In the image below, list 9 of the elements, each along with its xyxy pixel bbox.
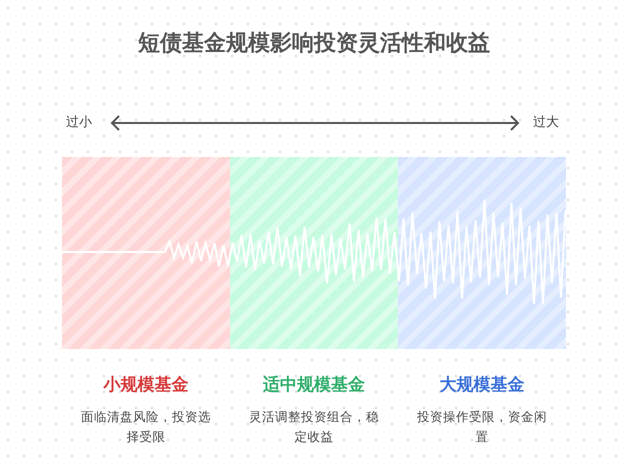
panel-description: 面临清盘风险，投资选择受限 [80, 408, 212, 446]
scale-label: 过大 [533, 114, 559, 131]
scale-label: 过小 [66, 114, 92, 131]
panel-heading: 小规模基金 [102, 374, 190, 396]
panel-description: 投资操作受限，资金闲置 [416, 408, 548, 446]
panel-heading: 大规模基金 [438, 374, 526, 396]
chart-title: 短债基金规模影响投资灵活性和收益 [136, 29, 491, 58]
panel-description: 灵活调整投资组合，稳定收益 [248, 408, 380, 446]
panel-heading: 适中规模基金 [262, 374, 366, 396]
